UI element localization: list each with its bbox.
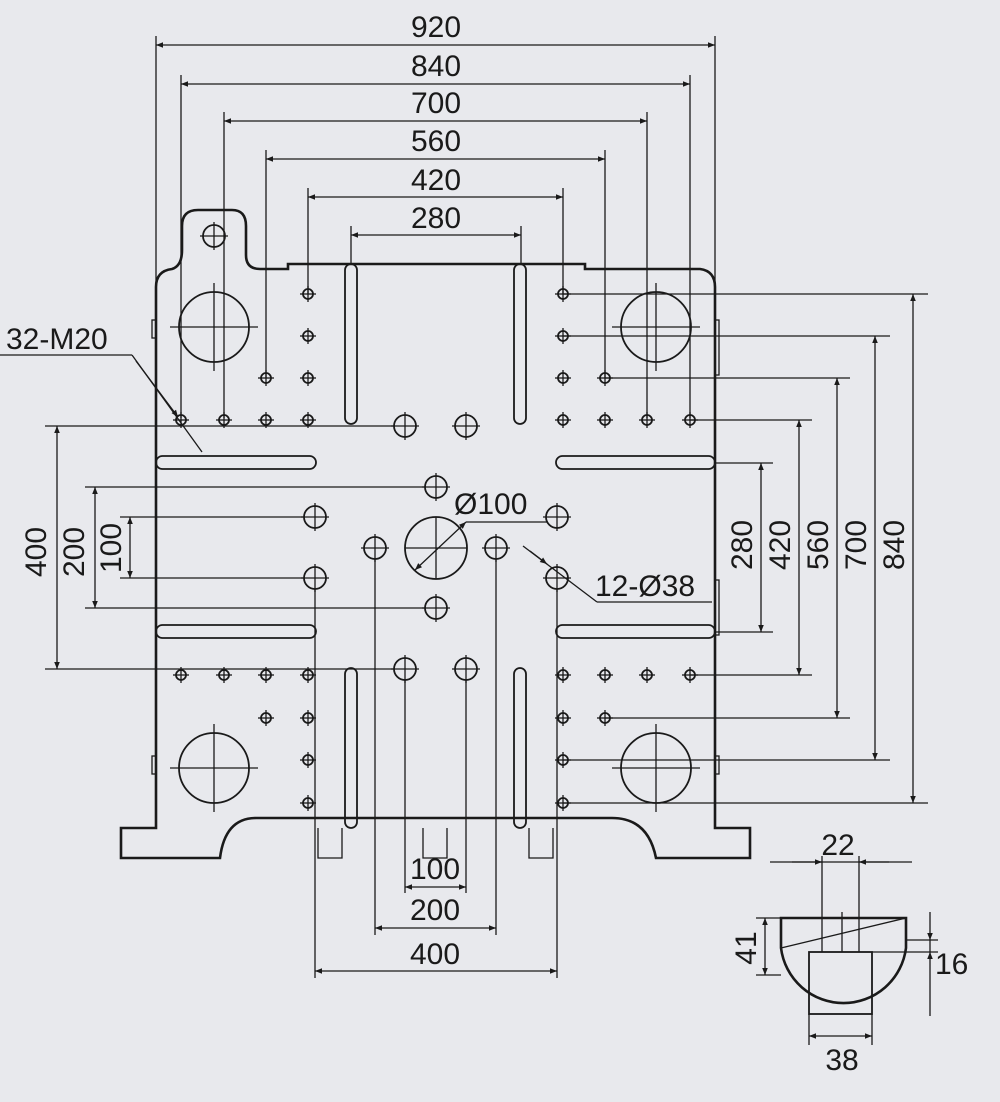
ear-hole bbox=[200, 222, 228, 250]
t-slots-vertical bbox=[344, 263, 527, 829]
right-840-label: 840 bbox=[878, 520, 911, 570]
slot-16-label: 16 bbox=[935, 948, 968, 981]
left-100-label: 100 bbox=[95, 523, 128, 573]
bottom-200-label: 200 bbox=[410, 894, 460, 927]
tie-bar-hole-bottom-right bbox=[612, 724, 700, 812]
right-280-label: 280 bbox=[726, 520, 759, 570]
bottom-100-label: 100 bbox=[410, 853, 460, 886]
bottom-slots bbox=[317, 828, 554, 859]
dim-840-label: 840 bbox=[411, 50, 461, 83]
dim-560-label: 560 bbox=[411, 125, 461, 158]
leader-m20 bbox=[0, 354, 203, 453]
side-tabs bbox=[151, 319, 720, 775]
dim-420-label: 420 bbox=[411, 164, 461, 197]
t-slot-detail bbox=[756, 856, 938, 1045]
m20-tapped-holes bbox=[173, 286, 698, 811]
callout-d38-label: 12-Ø38 bbox=[595, 570, 695, 603]
dim-920-label: 920 bbox=[411, 11, 461, 44]
tie-bar-hole-top-left bbox=[170, 283, 258, 371]
callout-d100-label: Ø100 bbox=[454, 488, 527, 521]
slot-22-label: 22 bbox=[821, 829, 854, 862]
center-hole bbox=[404, 516, 468, 580]
left-400-label: 400 bbox=[20, 527, 53, 577]
tie-bar-hole-bottom-left bbox=[170, 724, 258, 812]
tie-bar-hole-top-right bbox=[612, 283, 700, 371]
right-700-label: 700 bbox=[840, 520, 873, 570]
callout-m20-label: 32-M20 bbox=[6, 323, 108, 356]
leader-d38 bbox=[522, 545, 712, 603]
dim-700-label: 700 bbox=[411, 87, 461, 120]
bottom-400-label: 400 bbox=[410, 938, 460, 971]
right-560-label: 560 bbox=[802, 520, 835, 570]
slot-41-label: 41 bbox=[730, 931, 763, 964]
extension-lines bbox=[45, 36, 928, 978]
left-200-label: 200 bbox=[58, 527, 91, 577]
right-420-label: 420 bbox=[764, 520, 797, 570]
dimension-lines bbox=[54, 42, 916, 974]
leader-d100 bbox=[414, 521, 548, 571]
slot-38-label: 38 bbox=[825, 1044, 858, 1077]
dim-280-label: 280 bbox=[411, 202, 461, 235]
